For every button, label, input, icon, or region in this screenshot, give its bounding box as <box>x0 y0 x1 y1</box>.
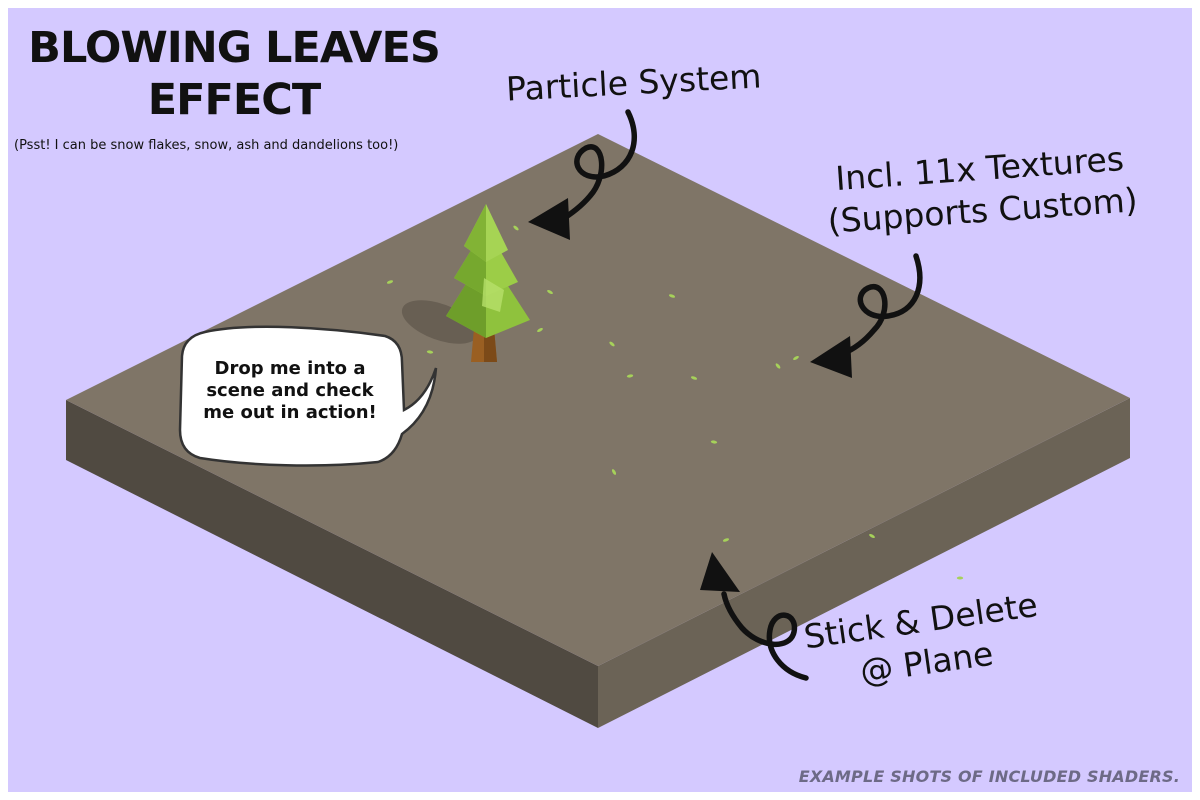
plane-top <box>66 134 1130 666</box>
tree-tier-top-shade <box>464 204 486 262</box>
ground-plane <box>66 134 1130 728</box>
subtitle: (Psst! I can be snow flakes, snow, ash a… <box>14 138 399 153</box>
arrow-particle-path <box>555 109 638 225</box>
curly-arrow-icon <box>721 591 809 681</box>
arrow-stick-head <box>700 552 740 592</box>
leaf-particle-icon <box>722 538 730 542</box>
bubble-line-3: me out in action! <box>203 402 377 423</box>
leaf-particle-icon <box>690 376 698 380</box>
curly-arrow-icon <box>555 109 638 225</box>
leaf-particle-icon <box>386 280 394 284</box>
plane-right-side <box>598 398 1130 728</box>
leaf-particle-icon <box>611 469 617 475</box>
page-title: BLOWING LEAVES EFFECT <box>14 22 454 126</box>
leaf-particle-icon <box>710 440 718 444</box>
arrow-textures-head <box>810 336 852 378</box>
plane-left-side <box>66 400 598 728</box>
bubble-line-2: scene and check <box>206 380 374 401</box>
leaf-particle-icon <box>775 363 781 369</box>
leaf-particle-icon <box>793 355 799 361</box>
leaf-particle-icon <box>537 327 543 333</box>
leaf-particle-icon <box>609 341 615 347</box>
title-line-2: EFFECT <box>147 75 321 125</box>
leaf-particle-icon <box>668 294 676 298</box>
leaf-particle-icon <box>956 576 964 580</box>
leaf-particle-icon <box>869 533 875 539</box>
leaf-particles <box>386 225 964 580</box>
leaf-particle-icon <box>547 289 553 295</box>
speech-bubble-text: Drop me into a scene and check me out in… <box>200 358 380 424</box>
curly-arrow-icon <box>839 253 923 357</box>
arrow-stick-path <box>721 591 809 681</box>
arrow-textures-path <box>839 253 923 357</box>
speech-bubble-icon <box>178 325 438 467</box>
leaf-particle-icon <box>626 374 634 378</box>
leaf-particle-icon <box>513 225 519 231</box>
bubble-line-1: Drop me into a <box>214 358 366 379</box>
tree-facet <box>482 278 504 312</box>
title-line-1: BLOWING LEAVES <box>28 23 441 73</box>
leaf-particle-icon <box>426 350 434 354</box>
footer-note: EXAMPLE SHOTS OF INCLUDED SHADERS. <box>798 767 1180 786</box>
pine-tree-icon <box>446 204 530 362</box>
arrow-particle-head <box>528 198 570 240</box>
